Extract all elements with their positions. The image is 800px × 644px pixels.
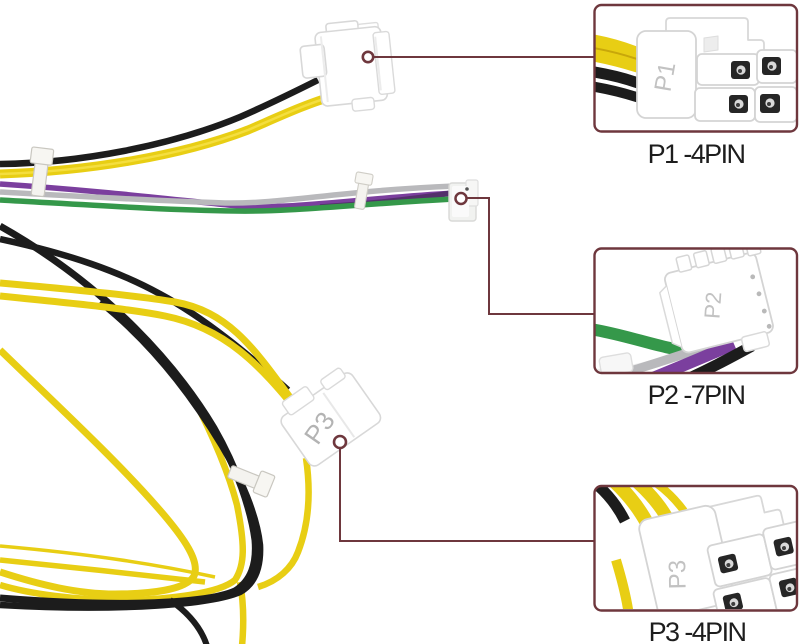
svg-text:P2: P2 xyxy=(699,291,726,320)
svg-text:P2 -7PIN: P2 -7PIN xyxy=(648,380,745,410)
svg-text:P1 -4PIN: P1 -4PIN xyxy=(648,139,745,169)
svg-text:P3 -4PIN: P3 -4PIN xyxy=(649,617,746,644)
svg-text:P3: P3 xyxy=(664,560,692,590)
svg-text:P1: P1 xyxy=(650,60,682,94)
